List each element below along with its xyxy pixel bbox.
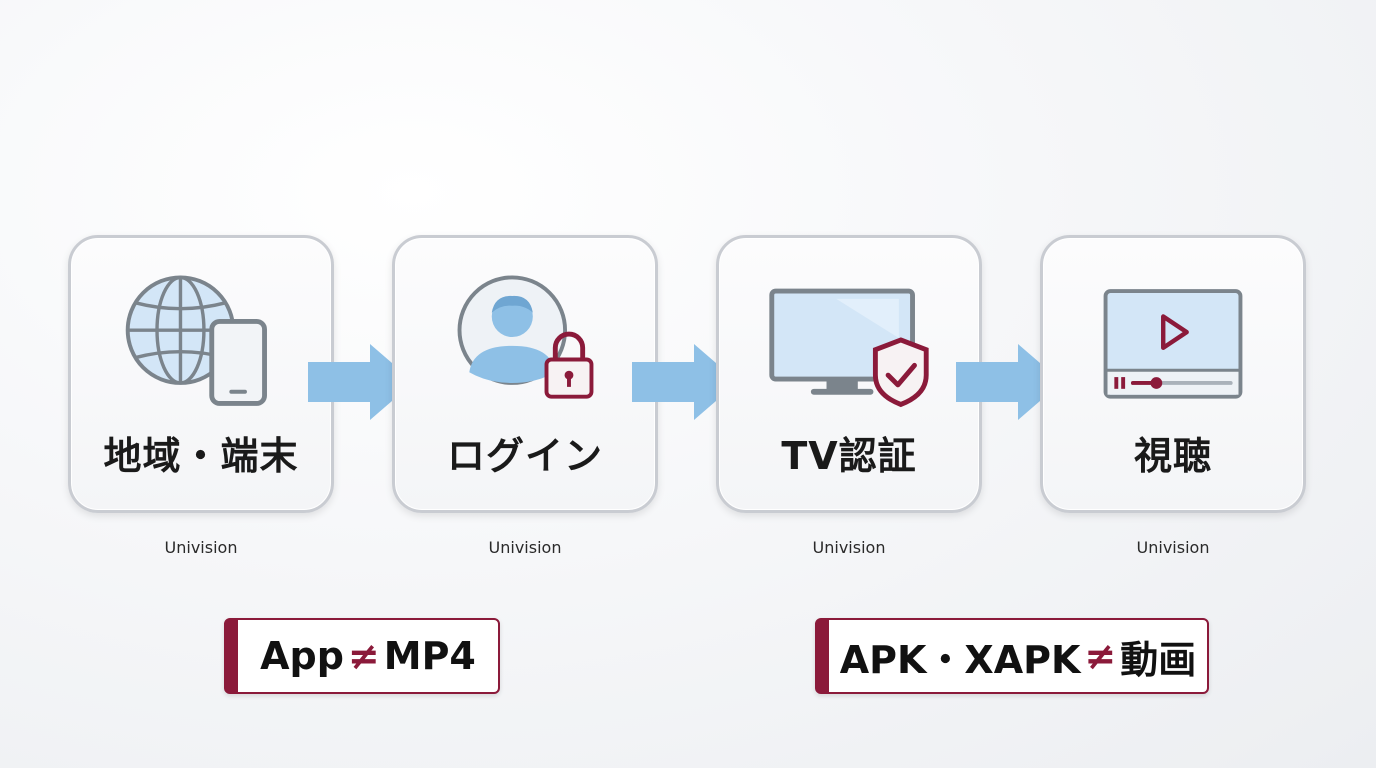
- flow-arrow: [630, 342, 740, 422]
- flow-arrow: [306, 342, 416, 422]
- note-apk-not-video: APK・XAPK ≠ 動画: [815, 618, 1209, 694]
- step-card-watch: 視聴: [1040, 235, 1306, 513]
- globe-phone-icon: [71, 268, 331, 408]
- not-equal-icon: ≠: [1084, 634, 1117, 678]
- step-card-region-device: 地域・端末: [68, 235, 334, 513]
- step-label: 視聴: [1133, 434, 1212, 478]
- step-caption: Univision: [812, 538, 886, 557]
- step-label: ログイン: [446, 434, 603, 478]
- note-right-text: 動画: [1120, 637, 1197, 682]
- step-label: TV認証: [781, 434, 917, 478]
- step-caption: Univision: [488, 538, 562, 557]
- video-player-icon: [1043, 268, 1303, 408]
- step-card-login: ログイン: [392, 235, 658, 513]
- tv-shield-icon: [719, 268, 979, 408]
- note-right-text: MP4: [383, 634, 476, 678]
- note-left-text: APK・XAPK: [839, 637, 1081, 682]
- note-app-not-mp4: App ≠ MP4: [224, 618, 500, 694]
- step-caption: Univision: [1136, 538, 1210, 557]
- step-caption: Univision: [164, 538, 238, 557]
- note-left-text: App: [260, 634, 344, 678]
- user-lock-icon: [395, 268, 655, 408]
- step-card-tv-auth: TV認証: [716, 235, 982, 513]
- step-label: 地域・端末: [103, 434, 299, 478]
- flow-arrow: [954, 342, 1064, 422]
- not-equal-icon: ≠: [347, 634, 380, 678]
